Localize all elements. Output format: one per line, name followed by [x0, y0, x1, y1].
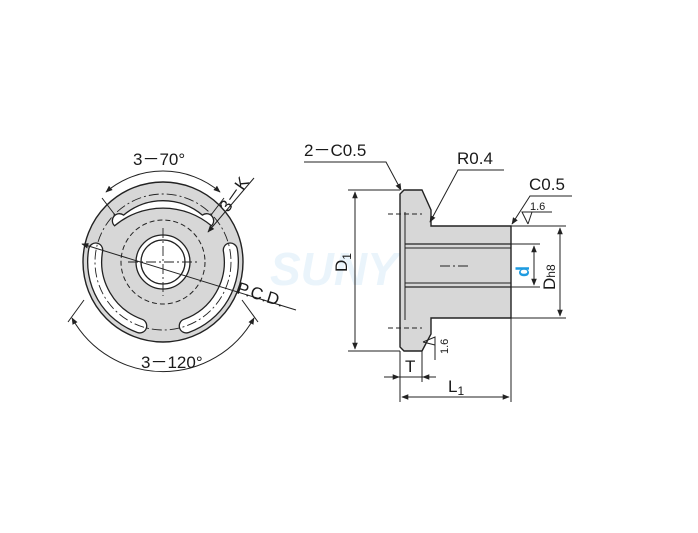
- pcd-leader: [81, 243, 297, 311]
- roughness-symbol-bottom-leg: [422, 341, 436, 346]
- slot-angle-ext-left: [101, 197, 116, 216]
- t-label: T: [405, 357, 415, 376]
- end-chamfer-label: C0.5: [529, 175, 565, 194]
- bore-label: d: [513, 266, 533, 277]
- slot-width-leader: [207, 177, 255, 233]
- front-view: P.C.D. 3－K 3－70° 3－120°: [67, 150, 297, 373]
- slot-spacing-label: 3－120°: [141, 353, 203, 372]
- slot-width-label: 3－K: [216, 173, 254, 215]
- hub-hidden-circle: [120, 219, 206, 305]
- flange-chamfer-leader: [304, 161, 402, 191]
- roughness-symbol-bottom: [422, 336, 436, 360]
- roughness-symbol-top: [521, 211, 552, 225]
- fillet-leader: [429, 169, 504, 223]
- slot-angle-ext-right: [210, 197, 225, 216]
- end-chamfer-leader: [511, 195, 572, 225]
- pcd-circle: [94, 193, 232, 331]
- flange-chamfer-label: 2－C0.5: [304, 141, 366, 160]
- fillet-label: R0.4: [457, 149, 493, 168]
- roughness-symbol-top-leg: [527, 211, 533, 225]
- slot-angle-arc: [105, 170, 221, 193]
- roughness-label-bottom: 1.6: [439, 339, 451, 354]
- l1-label: L1: [448, 377, 464, 398]
- roughness-label-top: 1.6: [530, 201, 545, 213]
- slot-spacing-ext-right: [241, 299, 259, 323]
- slot-angle-label: 3－70°: [133, 150, 185, 169]
- slot-spacing-ext-left: [67, 299, 85, 323]
- dh8-label: Dh8: [540, 264, 559, 290]
- side-view: D1 2－C0.5 R0.4 C0.5 1.6 d Dh8 1.6: [304, 141, 572, 402]
- slot-spacing-arc: [71, 317, 255, 373]
- d1-label: D1: [332, 253, 354, 272]
- side-body: [399, 189, 512, 352]
